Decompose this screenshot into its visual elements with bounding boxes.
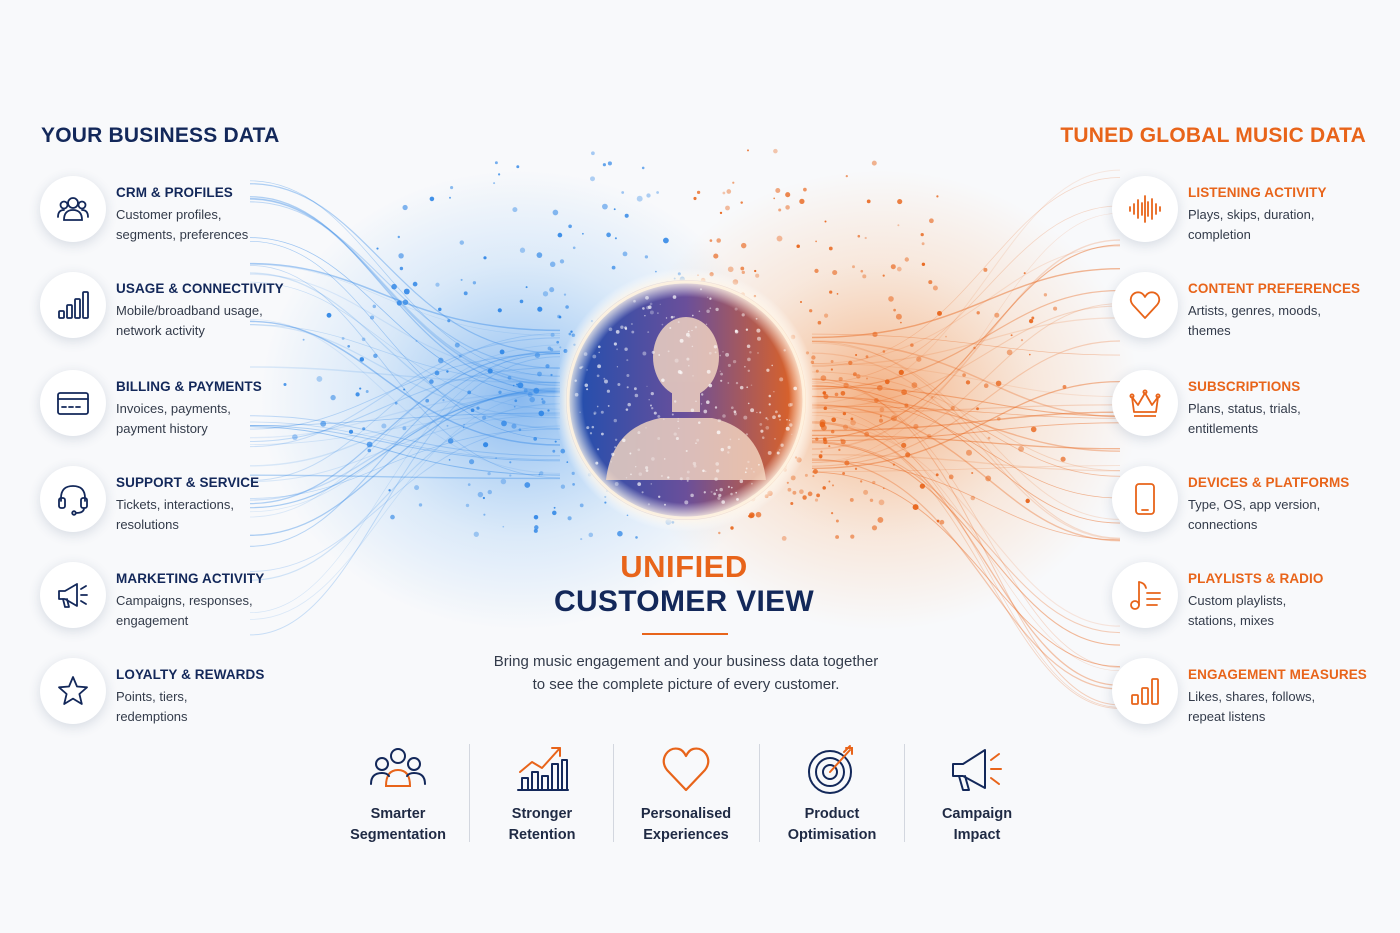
megaphone-icon <box>40 562 106 628</box>
right-item-devices-platforms: DEVICES & PLATFORMS Type, OS, app versio… <box>1112 466 1382 540</box>
item-desc-line2: segments, preferences <box>116 227 249 242</box>
business-data-title: YOUR BUSINESS DATA <box>41 124 280 147</box>
item-desc-line2: repeat listens <box>1188 709 1266 724</box>
benefit-label-line2: Experiences <box>643 827 729 843</box>
item-title: PLAYLISTS & RADIO <box>1188 571 1324 586</box>
credit-card-icon <box>40 370 106 436</box>
item-desc-line2: engagement <box>116 613 189 628</box>
item-desc-line1: Artists, genres, moods, <box>1188 303 1321 318</box>
item-title: DEVICES & PLATFORMS <box>1188 475 1350 490</box>
item-desc-line2: network activity <box>116 323 205 338</box>
benefit-divider <box>469 744 470 842</box>
item-desc-line1: Customer profiles, <box>116 207 222 222</box>
benefit-personalised-experiences: Personalised Experiences <box>614 742 758 846</box>
left-item-crm-profiles: CRM & PROFILES Customer profiles, segmen… <box>40 176 380 250</box>
benefit-label-line2: Impact <box>953 827 1001 843</box>
benefit-stronger-retention: Stronger Retention <box>470 742 614 846</box>
benefit-label-line1: Personalised <box>640 806 732 822</box>
title-underline <box>642 633 728 635</box>
item-desc-line2: completion <box>1188 227 1251 242</box>
item-desc-line2: connections <box>1188 517 1258 532</box>
bar-chart-icon <box>1112 658 1178 724</box>
left-item-billing-payments: BILLING & PAYMENTS Invoices, payments, p… <box>40 370 380 444</box>
benefit-divider <box>904 744 905 842</box>
growth-chart-icon <box>517 747 569 791</box>
item-title: LISTENING ACTIVITY <box>1188 185 1327 200</box>
heart-icon <box>662 747 710 792</box>
item-desc-line1: Likes, shares, follows, <box>1188 689 1316 704</box>
benefit-label-line2: Retention <box>508 827 576 843</box>
heart-icon <box>1112 272 1178 338</box>
item-title: USAGE & CONNECTIVITY <box>116 281 284 296</box>
star-icon <box>40 658 106 724</box>
item-desc-line1: Mobile/broadband usage, <box>116 303 263 318</box>
center-title-line1: UNIFIED <box>620 549 748 584</box>
playlist-icon <box>1112 562 1178 628</box>
target-icon <box>808 745 853 794</box>
right-item-playlists-radio: PLAYLISTS & RADIO Custom playlists, stat… <box>1112 562 1382 636</box>
benefit-campaign-impact: Campaign Impact <box>905 742 1049 846</box>
left-item-marketing-activity: MARKETING ACTIVITY Campaigns, responses,… <box>40 562 380 636</box>
benefit-label-line1: Smarter <box>370 806 426 822</box>
headset-icon <box>40 466 106 532</box>
item-desc-line1: Custom playlists, <box>1188 593 1287 608</box>
item-title: SUPPORT & SERVICE <box>116 475 260 490</box>
crown-icon <box>1112 370 1178 436</box>
bar-chart-icon <box>40 272 106 338</box>
benefit-label-line2: Segmentation <box>350 827 446 843</box>
benefit-label-line1: Stronger <box>511 806 573 822</box>
benefit-label-line2: Optimisation <box>787 827 877 843</box>
benefit-smarter-segmentation: Smarter Segmentation <box>326 742 470 846</box>
item-title: ENGAGEMENT MEASURES <box>1188 667 1367 682</box>
item-desc-line1: Plays, skips, duration, <box>1188 207 1315 222</box>
item-desc-line2: themes <box>1188 323 1231 338</box>
right-item-subscriptions: SUBSCRIPTIONS Plans, status, trials, ent… <box>1112 370 1382 444</box>
item-desc-line1: Campaigns, responses, <box>116 593 253 608</box>
megaphone-icon <box>952 749 1002 791</box>
left-item-usage-connectivity: USAGE & CONNECTIVITY Mobile/broadband us… <box>40 272 380 346</box>
item-desc-line2: redemptions <box>116 709 188 724</box>
users-icon <box>370 748 426 787</box>
item-desc-line1: Invoices, payments, <box>116 401 231 416</box>
benefit-divider <box>613 744 614 842</box>
music-data-title: TUNED GLOBAL MUSIC DATA <box>1060 124 1366 147</box>
users-icon <box>40 176 106 242</box>
tagline-line2: to see the complete picture of every cus… <box>532 676 840 693</box>
right-item-listening-activity: LISTENING ACTIVITY Plays, skips, duratio… <box>1112 176 1382 250</box>
tagline-line1: Bring music engagement and your business… <box>493 653 879 670</box>
item-desc-line1: Plans, status, trials, <box>1188 401 1301 416</box>
item-desc-line1: Tickets, interactions, <box>116 497 235 512</box>
soundwave-icon <box>1112 176 1178 242</box>
item-desc-line2: resolutions <box>116 517 179 532</box>
benefit-label-line1: Product <box>804 806 860 822</box>
orange-data-streams <box>811 169 1121 709</box>
item-title: BILLING & PAYMENTS <box>116 379 262 394</box>
right-item-engagement-measures: ENGAGEMENT MEASURES Likes, shares, follo… <box>1112 658 1382 732</box>
item-title: CONTENT PREFERENCES <box>1188 281 1361 296</box>
item-desc-line1: Points, tiers, <box>116 689 188 704</box>
item-title: LOYALTY & REWARDS <box>116 667 265 682</box>
left-item-loyalty-rewards: LOYALTY & REWARDS Points, tiers, redempt… <box>40 658 380 732</box>
person-silhouette-icon <box>606 317 766 480</box>
left-item-support-service: SUPPORT & SERVICE Tickets, interactions,… <box>40 466 380 540</box>
benefit-divider <box>759 744 760 842</box>
item-desc-line1: Type, OS, app version, <box>1188 497 1321 512</box>
item-title: CRM & PROFILES <box>116 185 233 200</box>
item-desc-line2: stations, mixes <box>1188 613 1274 628</box>
right-item-content-preferences: CONTENT PREFERENCES Artists, genres, moo… <box>1112 272 1382 346</box>
item-desc-line2: payment history <box>116 421 208 436</box>
item-title: MARKETING ACTIVITY <box>116 571 265 586</box>
blue-data-streams <box>249 180 561 636</box>
benefit-product-optimisation: Product Optimisation <box>760 742 904 846</box>
item-desc-line2: entitlements <box>1188 421 1259 436</box>
item-title: SUBSCRIPTIONS <box>1188 379 1301 394</box>
benefit-label-line1: Campaign <box>941 806 1013 822</box>
center-title-line2: CUSTOMER VIEW <box>553 585 815 618</box>
smartphone-icon <box>1112 466 1178 532</box>
